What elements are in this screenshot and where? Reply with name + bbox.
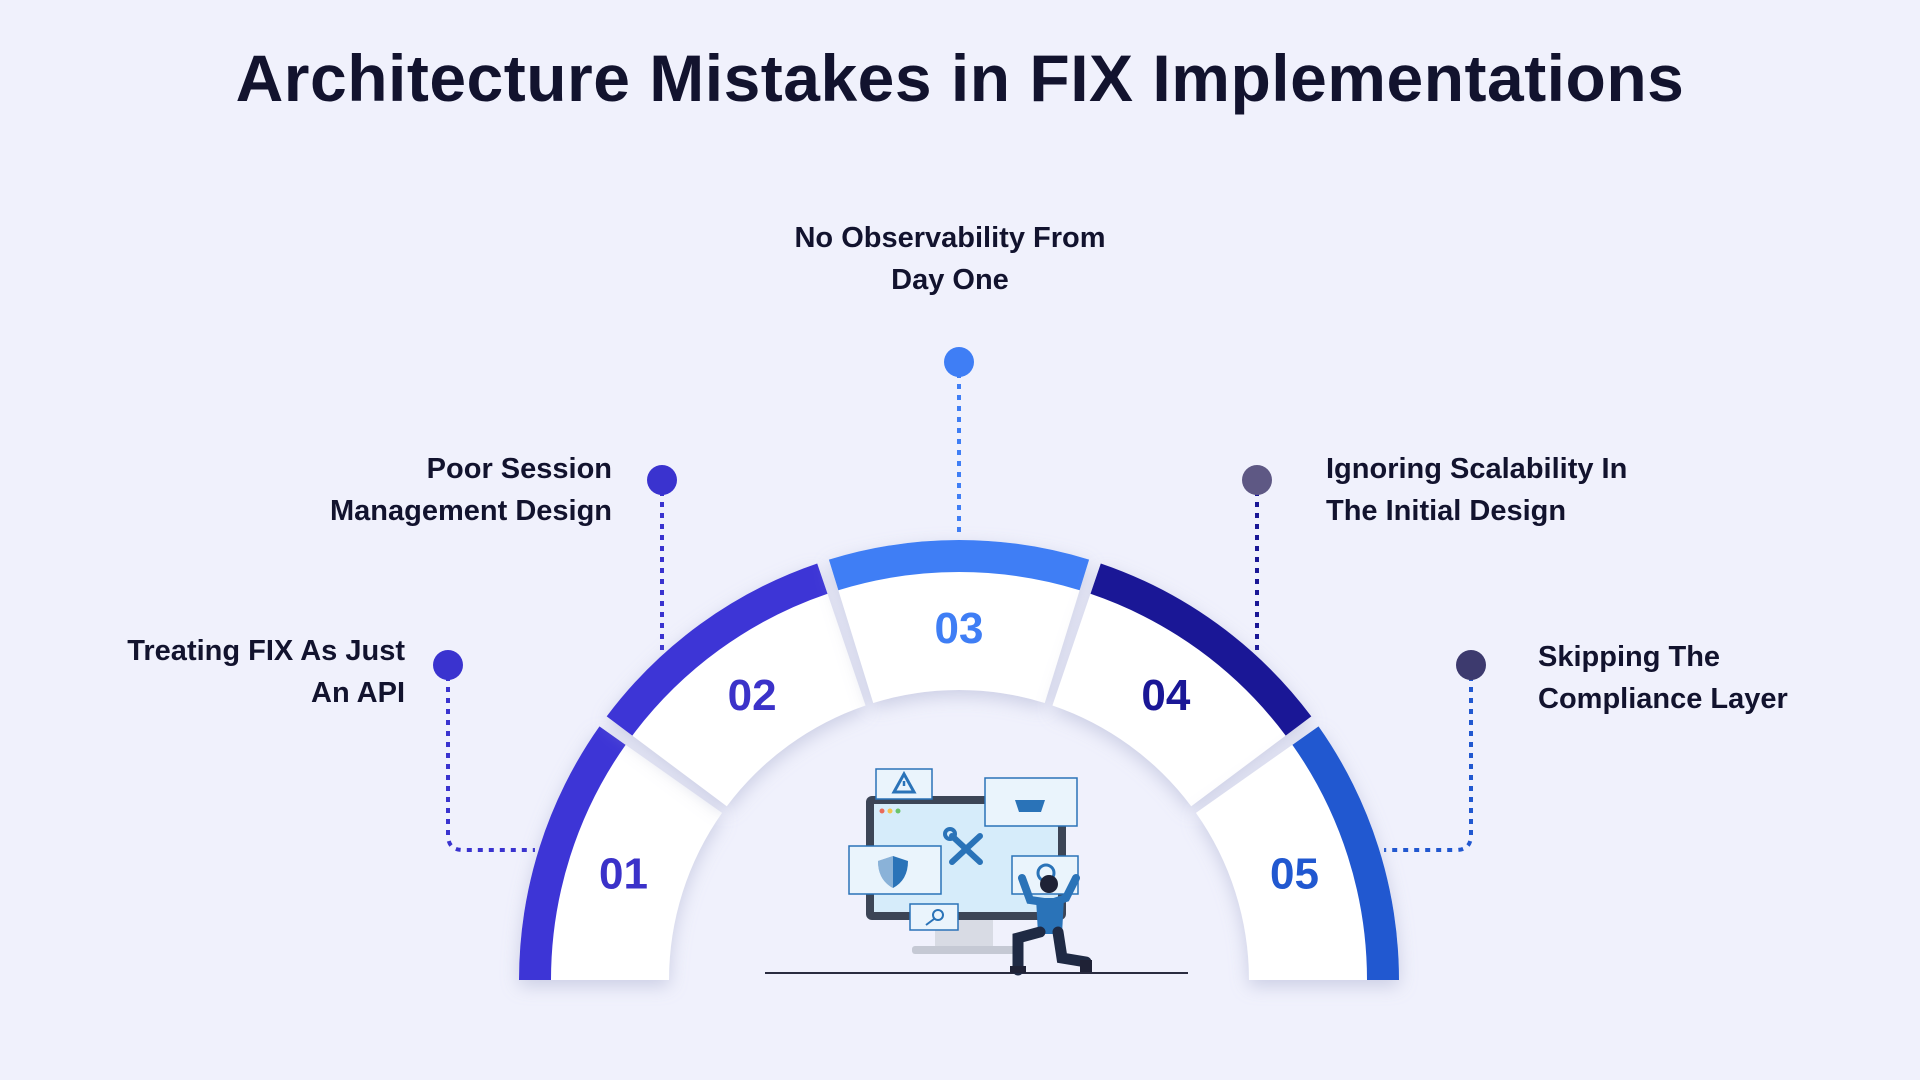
segment-02-body [606,563,866,807]
segment-05-band [1292,726,1399,980]
segment-03-band [828,539,1090,591]
search-icon [909,903,959,931]
illustration [765,768,1188,976]
step-02-dot [647,465,677,495]
segment-02: 02 [606,563,866,807]
segment-03-body [828,539,1090,703]
segment-01-band [519,726,626,980]
connector-01 [433,650,535,852]
shield-icon [848,845,942,895]
step-04-dot [1242,465,1272,495]
segment-04: 04 [1052,563,1312,807]
segment-01-number: 01 [599,850,648,899]
warning-icon [875,768,933,800]
connector-05 [1384,650,1486,852]
person-figure [1010,855,1092,976]
step-01-label: Treating FIX As Just An API [127,635,405,709]
segment-01: 01 [519,726,723,980]
step-05-label: Skipping The Compliance Layer [1538,641,1788,715]
connector-02 [647,465,677,650]
segment-03-number: 03 [935,604,984,653]
step-04-label: Ignoring Scalability In The Initial Desi… [1326,453,1628,527]
segment-04-body [1052,563,1312,807]
step-03-label: No Observability From Day One [794,222,1106,296]
tools-icon [943,827,983,865]
segment-05: 05 [1195,726,1399,980]
connector-04 [1242,465,1272,650]
step-03-dot [944,347,974,377]
step-01-dot [433,650,463,680]
segment-02-number: 02 [728,671,777,720]
page-title: Architecture Mistakes in FIX Implementat… [235,41,1685,115]
window-card-icon [984,777,1078,827]
segment-02-band [606,563,828,736]
segment-03: 03 [828,539,1090,703]
arc-segments: 01 02 03 04 05 [519,539,1399,980]
step-05-dot [1456,650,1486,680]
segment-04-band [1090,563,1312,736]
step-02-label: Poor Session Management Design [330,453,612,527]
connector-03 [944,347,974,538]
segment-04-number: 04 [1141,671,1190,720]
segment-05-number: 05 [1270,850,1319,899]
